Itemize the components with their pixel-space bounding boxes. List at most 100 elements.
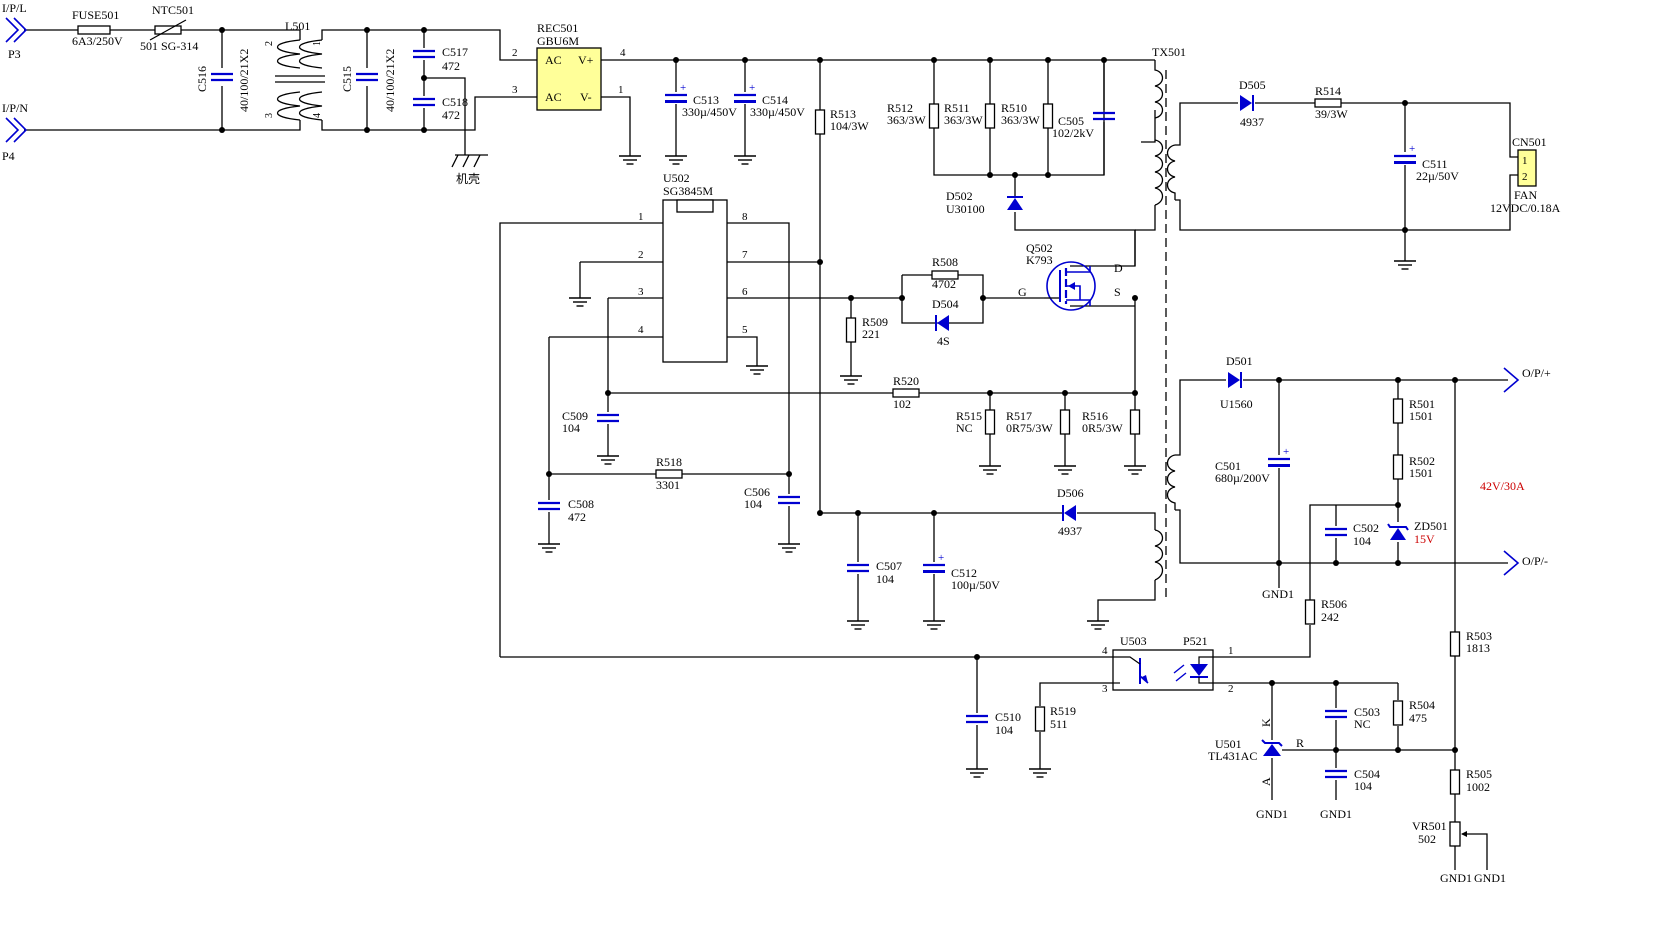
p4-port-icon (5, 117, 27, 143)
r518-ref: R518 (656, 455, 682, 469)
cn501-connector (1517, 149, 1537, 187)
r509-val: 221 (862, 327, 880, 341)
zd501-ref: ZD501 (1414, 519, 1448, 533)
c516-ref: C516 (195, 66, 209, 92)
opto-pin1: 1 (1228, 645, 1234, 657)
d505-diode (1239, 94, 1254, 112)
c501-val: 680µ/200V (1215, 471, 1270, 485)
c502-ref: C502 (1353, 521, 1379, 535)
opto-pin4: 4 (1102, 645, 1108, 657)
u502-pin4: 4 (638, 324, 644, 336)
output-rating: 42V/30A (1480, 479, 1525, 493)
r501-resistor (1392, 398, 1404, 424)
r508-ref: R508 (932, 255, 958, 269)
cn501-ref: CN501 (1512, 135, 1547, 149)
rec501-pin3: 3 (512, 84, 518, 96)
d502-diode (1006, 196, 1024, 211)
c508-ref: C508 (568, 497, 594, 511)
tx501-transformer (1154, 60, 1176, 600)
q502-mosfet (1044, 261, 1096, 311)
tx501-ref: TX501 (1152, 45, 1186, 59)
rec501-pin2: 2 (512, 47, 518, 59)
ground-icon (965, 762, 989, 778)
r516-resistor (1129, 409, 1141, 435)
c503-capacitor (1323, 709, 1349, 719)
rec501-bridge (536, 47, 602, 111)
r517-ref: R517 (1006, 409, 1032, 423)
cn501-pin2: 2 (1522, 171, 1528, 183)
c507-ref: C507 (876, 559, 902, 573)
out-pos-label: O/P/+ (1522, 366, 1551, 380)
wires (24, 29, 1518, 870)
u502-pin7: 7 (742, 249, 748, 261)
c507-capacitor (845, 563, 871, 573)
ground-icon (846, 614, 870, 630)
c515-capacitor (354, 72, 380, 82)
c518-ref: C518 (442, 95, 468, 109)
d505-val: 4937 (1240, 115, 1264, 129)
opto-pin3: 3 (1102, 683, 1108, 695)
rec501-ac2: AC (545, 90, 562, 104)
u503-optocoupler (1112, 649, 1214, 691)
r505-resistor (1449, 769, 1461, 795)
ground-icon (1086, 614, 1110, 630)
r517-val: 0R75/3W (1006, 421, 1053, 435)
d505-ref: D505 (1239, 78, 1266, 92)
r514-resistor (1314, 98, 1342, 108)
u502-ref: U502 (663, 171, 690, 185)
c506-capacitor (776, 495, 802, 505)
u501-r-label: R (1296, 736, 1304, 750)
d504-ref: D504 (932, 297, 959, 311)
c515-ref: C515 (340, 66, 354, 92)
ground-icon (537, 537, 561, 553)
c511-ref: C511 (1422, 157, 1448, 171)
r501-val: 1501 (1409, 409, 1433, 423)
c510-ref: C510 (995, 710, 1021, 724)
d504-diode (935, 314, 950, 332)
chassis-ground-icon (451, 154, 488, 168)
r502-resistor (1392, 454, 1404, 480)
q502-drain-label: D (1114, 261, 1123, 275)
p3-ref: P3 (8, 47, 21, 61)
r501-ref: R501 (1409, 397, 1435, 411)
r520-ref: R520 (893, 374, 919, 388)
vr501-val: 502 (1418, 832, 1436, 846)
rec501-vminus: V- (580, 90, 592, 104)
r519-val: 511 (1050, 717, 1068, 731)
r506-ref: R506 (1321, 597, 1347, 611)
u501-tl431 (1261, 739, 1283, 756)
c503-ref: C503 (1354, 705, 1380, 719)
c513-ref: C513 (693, 93, 719, 107)
r505-val: 1002 (1466, 780, 1490, 794)
gnd1-label-vr2: GND1 (1474, 871, 1506, 885)
l501-ref: L501 (285, 19, 310, 33)
vr501-ref: VR501 (1412, 819, 1447, 833)
gnd1-label-c504: GND1 (1320, 807, 1352, 821)
r506-val: 242 (1321, 610, 1339, 624)
ground-icon (777, 537, 801, 553)
c509-ref: C509 (562, 409, 588, 423)
p3-port-icon (5, 17, 27, 43)
r503-val: 1813 (1466, 641, 1490, 655)
c509-capacitor (595, 413, 621, 423)
r509-ref: R509 (862, 315, 888, 329)
d502-val: U30100 (946, 202, 985, 216)
ground-icon (1123, 459, 1147, 475)
r504-resistor (1392, 700, 1404, 726)
l501-pin4: 4 (312, 113, 323, 118)
r514-val: 39/3W (1315, 107, 1348, 121)
ground-icon (568, 291, 592, 307)
u502-pin6: 6 (742, 286, 748, 298)
u502-pin1: 1 (638, 211, 644, 223)
r511-ref: R511 (944, 101, 970, 115)
ground-icon (618, 149, 642, 165)
c504-capacitor (1323, 769, 1349, 779)
c505-ref: C505 (1058, 114, 1084, 128)
ground-icon (978, 459, 1002, 475)
rec501-part: GBU6M (537, 34, 579, 48)
c518-capacitor (411, 97, 437, 107)
fuse501-ref: FUSE501 (72, 8, 119, 22)
c513-val: 330µ/450V (682, 105, 737, 119)
d506-val: 4937 (1058, 524, 1082, 538)
r502-ref: R502 (1409, 454, 1435, 468)
